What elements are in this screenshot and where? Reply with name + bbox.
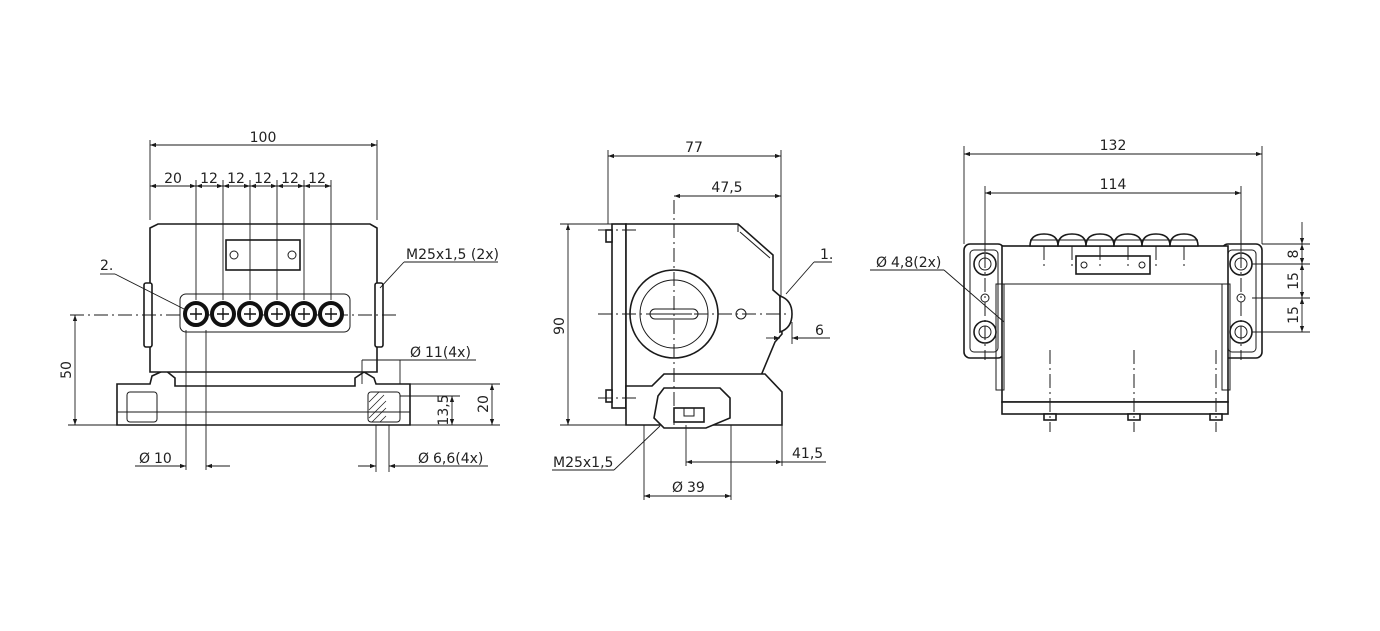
side-dim-90: 90 xyxy=(552,317,568,335)
front-hatch xyxy=(368,391,387,423)
front-pitch-1: 12 xyxy=(200,171,218,187)
front-base-pocket-left xyxy=(126,391,158,423)
side-view xyxy=(552,150,832,500)
side-dim-6: 6 xyxy=(815,323,824,339)
side-dim-39: 39 xyxy=(687,480,705,496)
side-dim-47-5: 47,5 xyxy=(711,180,742,196)
front-pitch-3: 12 xyxy=(254,171,272,187)
front-housing xyxy=(149,223,378,373)
front-hole-11: 11(4x) xyxy=(425,345,471,361)
front-hole-6-6-symbol: Ø xyxy=(418,451,429,467)
front-dim-20: 20 xyxy=(164,171,182,187)
front-nameplate xyxy=(225,239,301,271)
front-dim-50: 50 xyxy=(59,361,75,379)
top-dim-15a: 15 xyxy=(1286,272,1302,290)
side-front-plate xyxy=(611,223,627,409)
front-buttons xyxy=(183,301,344,327)
top-dim-114: 114 xyxy=(1100,177,1127,193)
front-plunger-diameter: 10 xyxy=(154,451,172,467)
front-callout-2: 2. xyxy=(100,258,113,274)
top-dim-15b: 15 xyxy=(1286,306,1302,324)
front-button-strip xyxy=(179,293,351,333)
front-hole-11-symbol: Ø xyxy=(410,345,421,361)
top-hole-label: 4,8(2x) xyxy=(891,255,941,271)
top-nameplate xyxy=(1075,255,1151,275)
top-dim-8: 8 xyxy=(1286,250,1302,259)
top-buttons xyxy=(1029,233,1199,247)
front-pitch-2: 12 xyxy=(227,171,245,187)
side-thread-label: M25x1,5 xyxy=(553,455,613,471)
front-pitch-5: 12 xyxy=(308,171,326,187)
front-dim-13-5: 13,5 xyxy=(436,394,452,425)
side-dim-77: 77 xyxy=(685,140,703,156)
front-thread-label: M25x1,5 (2x) xyxy=(406,247,499,263)
front-base xyxy=(116,369,411,426)
side-callout-1: 1. xyxy=(820,247,833,263)
front-view xyxy=(68,140,500,472)
front-plunger-symbol: Ø xyxy=(139,451,150,467)
side-dim-41-5: 41,5 xyxy=(792,446,823,462)
side-flange-symbol: Ø xyxy=(672,480,683,496)
front-pitch-4: 12 xyxy=(281,171,299,187)
front-hole-6-6: 6,6(4x) xyxy=(433,451,483,467)
top-view xyxy=(870,146,1310,432)
front-base-pocket-right xyxy=(367,391,401,423)
front-dim-20-h: 20 xyxy=(476,395,492,413)
front-dim-100: 100 xyxy=(250,130,277,146)
top-hole-symbol: Ø xyxy=(876,255,887,271)
top-dim-132: 132 xyxy=(1100,138,1127,154)
